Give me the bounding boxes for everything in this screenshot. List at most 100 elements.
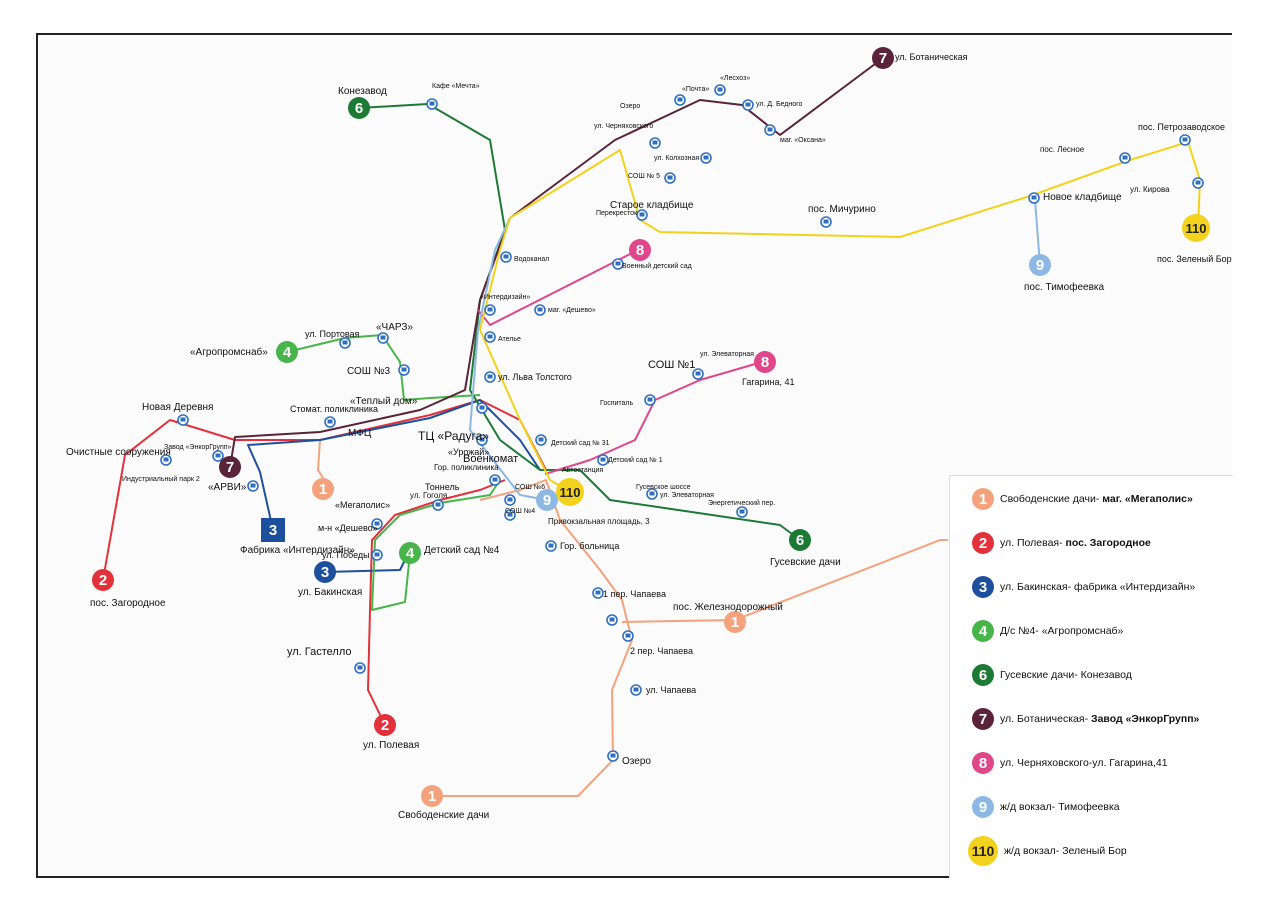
bus-stop-icon[interactable] xyxy=(674,94,686,106)
route-4-badge[interactable]: 4 xyxy=(276,341,298,363)
route-7-badge[interactable]: 7 xyxy=(219,456,241,478)
route-110-badge: 110 xyxy=(968,836,998,866)
route-110-badge[interactable]: 110 xyxy=(556,478,584,506)
route-9-badge[interactable]: 9 xyxy=(1029,254,1051,276)
route-4-badge[interactable]: 4 xyxy=(399,542,421,564)
bus-stop-icon[interactable] xyxy=(354,662,366,674)
bus-stop-icon[interactable] xyxy=(484,304,496,316)
bus-stop-icon[interactable] xyxy=(371,549,383,561)
legend-text: ул. Ботаническая- Завод «ЭнкорГрупп» xyxy=(1000,713,1200,725)
route-6-badge[interactable]: 6 xyxy=(348,97,370,119)
stop-label: пос. Загородное xyxy=(90,598,166,609)
route-2-badge[interactable]: 2 xyxy=(92,569,114,591)
bus-stop-icon[interactable] xyxy=(612,258,624,270)
bus-stop-icon[interactable] xyxy=(177,414,189,426)
bus-stop-icon[interactable] xyxy=(160,454,172,466)
route-110-badge[interactable]: 110 xyxy=(1182,214,1210,242)
bus-stop-icon[interactable] xyxy=(504,494,516,506)
stop-label: ул. Колхозная xyxy=(654,155,699,162)
bus-stop-icon[interactable] xyxy=(700,152,712,164)
bus-stop-icon[interactable] xyxy=(646,488,658,500)
bus-stop-icon[interactable] xyxy=(622,630,634,642)
route-line-6 xyxy=(358,103,801,541)
bus-stop-icon[interactable] xyxy=(247,480,259,492)
stop-label: Гор. больница xyxy=(560,541,619,551)
stop-label: ул. Полевая xyxy=(363,740,419,751)
stop-label: МФЦ xyxy=(348,428,372,439)
stop-label: Озеро xyxy=(622,756,651,767)
route-3-badge[interactable]: 3 xyxy=(261,518,285,542)
legend-text: ул. Бакинская- фабрика «Интердизайн» xyxy=(1000,581,1196,593)
bus-stop-icon[interactable] xyxy=(476,434,488,446)
bus-stop-icon[interactable] xyxy=(597,454,609,466)
bus-stop-icon[interactable] xyxy=(606,614,618,626)
bus-stop-icon[interactable] xyxy=(426,98,438,110)
bus-stop-icon[interactable] xyxy=(484,331,496,343)
bus-stop-icon[interactable] xyxy=(592,587,604,599)
svg-text:3: 3 xyxy=(321,564,329,581)
stop-label: «Агропромснаб» xyxy=(190,346,268,358)
bus-stop-icon[interactable] xyxy=(742,99,754,111)
bus-stop-icon[interactable] xyxy=(484,371,496,383)
legend-text: ж/д вокзал- Зеленый Бор xyxy=(1004,845,1127,857)
bus-stop-icon[interactable] xyxy=(644,394,656,406)
svg-text:4: 4 xyxy=(283,344,292,361)
route-1-badge[interactable]: 1 xyxy=(421,785,443,807)
bus-stop-icon[interactable] xyxy=(476,402,488,414)
bus-stop-icon[interactable] xyxy=(714,84,726,96)
route-7-badge[interactable]: 7 xyxy=(872,47,894,69)
svg-text:8: 8 xyxy=(636,242,644,259)
bus-stop-icon[interactable] xyxy=(398,364,410,376)
stop-label: Госпиталь xyxy=(600,400,634,407)
bus-stop-icon[interactable] xyxy=(649,137,661,149)
bus-stop-icon[interactable] xyxy=(534,304,546,316)
route-1-badge: 1 xyxy=(972,488,994,510)
bus-stop-icon[interactable] xyxy=(736,506,748,518)
bus-stop-icon[interactable] xyxy=(636,209,648,221)
route-7-badge: 7 xyxy=(972,708,994,730)
bus-stop-icon[interactable] xyxy=(1028,192,1040,204)
bus-stop-icon[interactable] xyxy=(1119,152,1131,164)
bus-stop-icon[interactable] xyxy=(607,750,619,762)
route-1-badge[interactable]: 1 xyxy=(724,611,746,633)
bus-stop-icon[interactable] xyxy=(324,416,336,428)
route-1-badge[interactable]: 1 xyxy=(312,478,334,500)
stop-label: «Мегаполис» xyxy=(335,500,390,510)
bus-stop-icon[interactable] xyxy=(339,337,351,349)
stop-label: Водоканал xyxy=(514,256,549,263)
route-8-badge[interactable]: 8 xyxy=(629,239,651,261)
bus-stop-icon[interactable] xyxy=(630,684,642,696)
legend-item-110: 110 ж/д вокзал- Зеленый Бор xyxy=(968,836,1127,866)
route-2-badge[interactable]: 2 xyxy=(374,714,396,736)
bus-stop-icon[interactable] xyxy=(764,124,776,136)
bus-stop-icon[interactable] xyxy=(1179,134,1191,146)
legend-text: Гусевские дачи- Конезавод xyxy=(1000,669,1132,681)
bus-stop-icon[interactable] xyxy=(377,332,389,344)
stop-label: Привокзальная площадь, 3 xyxy=(548,517,650,526)
bus-stop-icon[interactable] xyxy=(1192,177,1204,189)
bus-stop-icon[interactable] xyxy=(371,518,383,530)
bus-stop-icon[interactable] xyxy=(500,251,512,263)
stop-label: ул. Бакинская xyxy=(298,587,362,598)
bus-stop-icon[interactable] xyxy=(489,474,501,486)
route-6-badge[interactable]: 6 xyxy=(789,529,811,551)
bus-stop-icon[interactable] xyxy=(535,434,547,446)
route-3-badge[interactable]: 3 xyxy=(314,561,336,583)
bus-stop-icon[interactable] xyxy=(692,368,704,380)
svg-text:2: 2 xyxy=(99,572,107,589)
route-8-badge[interactable]: 8 xyxy=(754,351,776,373)
stop-label: Новое кладбище xyxy=(1043,191,1122,203)
svg-text:7: 7 xyxy=(226,459,234,476)
stop-label: Военкомат xyxy=(463,453,518,465)
bus-stop-icon[interactable] xyxy=(212,450,224,462)
bus-stop-icon[interactable] xyxy=(545,540,557,552)
stop-label: Озеро xyxy=(620,103,640,110)
bus-stop-icon[interactable] xyxy=(820,216,832,228)
route-9-badge[interactable]: 9 xyxy=(536,489,558,511)
bus-stop-icon[interactable] xyxy=(664,172,676,184)
bus-stop-icon[interactable] xyxy=(432,499,444,511)
bus-stop-icon[interactable] xyxy=(504,509,516,521)
stop-label: Индустриальный парк 2 xyxy=(122,475,200,483)
